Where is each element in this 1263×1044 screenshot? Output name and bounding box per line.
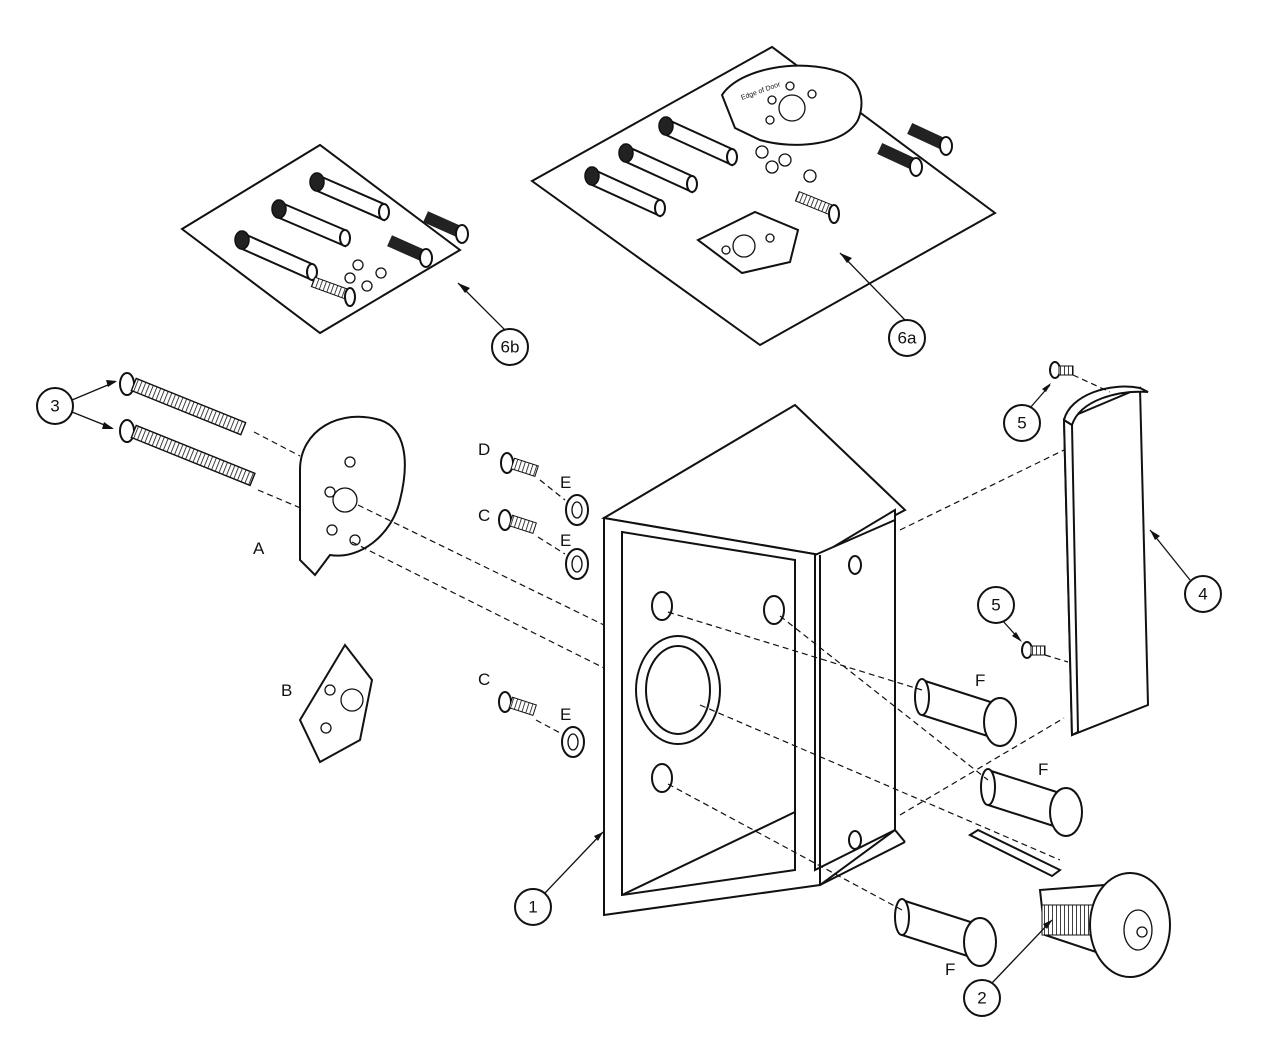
kit-6a-screw-2 xyxy=(877,142,923,177)
callout-label: 5 xyxy=(991,596,1000,615)
label-c-upper: C xyxy=(478,506,490,525)
callout-3: 3 xyxy=(36,380,117,429)
kit-6b-screw-3 xyxy=(310,276,356,307)
lock-cylinder-2 xyxy=(967,828,1171,978)
label-b: B xyxy=(281,681,292,700)
label-f-3: F xyxy=(945,960,955,979)
cover-plate-a xyxy=(299,415,406,577)
long-screw-upper xyxy=(119,372,247,436)
pin-f-1 xyxy=(914,678,1017,747)
label-e-2: E xyxy=(560,531,571,550)
label-d: D xyxy=(478,440,490,459)
callout-label: 1 xyxy=(528,898,537,917)
callout-label: 5 xyxy=(1017,414,1026,433)
kit-6a-spacer-2 xyxy=(618,143,698,194)
callout-label: 3 xyxy=(50,397,59,416)
kit-6a-mounting-plate xyxy=(696,210,800,275)
washer-e-2 xyxy=(565,548,589,580)
label-f-2: F xyxy=(1038,760,1048,779)
washer-e-1 xyxy=(565,494,589,526)
small-screw-5-upper xyxy=(1049,361,1074,379)
screw-c-upper xyxy=(498,509,537,535)
kit-6a-template-plate: Edge of Door xyxy=(720,64,863,146)
callout-1: 1 xyxy=(514,831,604,926)
callout-label: 2 xyxy=(977,989,986,1008)
kit-6a: Edge of Door xyxy=(530,45,997,347)
kit-6b xyxy=(180,143,469,335)
plate-b xyxy=(298,643,374,764)
kit-6b-spacer-1 xyxy=(234,230,318,282)
callout-6b: 6b xyxy=(457,282,529,366)
callout-5-lower: 5 xyxy=(977,586,1022,642)
kit-6a-screw-3 xyxy=(794,190,840,224)
callout-label: 6b xyxy=(501,338,520,357)
label-f-1: F xyxy=(975,671,985,690)
kit-6a-spacer-3 xyxy=(658,116,738,167)
pin-f-3 xyxy=(894,898,997,967)
label-a: A xyxy=(253,539,265,558)
screw-c-lower xyxy=(498,691,537,717)
kit-6a-screw-1 xyxy=(907,122,953,156)
pin-f-2 xyxy=(980,768,1083,837)
kit-6b-screw-1 xyxy=(423,211,469,244)
callout-6a: 6a xyxy=(839,252,926,357)
callout-4: 4 xyxy=(1149,529,1222,613)
kit-6a-spacer-1 xyxy=(584,166,666,218)
kit-6b-screw-2 xyxy=(387,235,433,268)
small-screw-5-lower xyxy=(1021,641,1046,659)
kit-6b-spacer-3 xyxy=(309,172,390,222)
long-screw-lower xyxy=(119,419,256,487)
label-c-lower: C xyxy=(478,670,490,689)
callout-5-upper: 5 xyxy=(1003,383,1051,442)
washer-e-3 xyxy=(561,726,585,758)
housing-1 xyxy=(601,403,907,917)
kit-6b-spacer-2 xyxy=(271,199,351,248)
callout-label: 6a xyxy=(898,329,917,348)
callout-label: 4 xyxy=(1198,585,1207,604)
label-e-3: E xyxy=(560,705,571,724)
trim-strip-4 xyxy=(1062,385,1150,737)
callout-2: 2 xyxy=(963,919,1053,1017)
label-e-1: E xyxy=(560,473,571,492)
screw-d xyxy=(500,452,539,478)
